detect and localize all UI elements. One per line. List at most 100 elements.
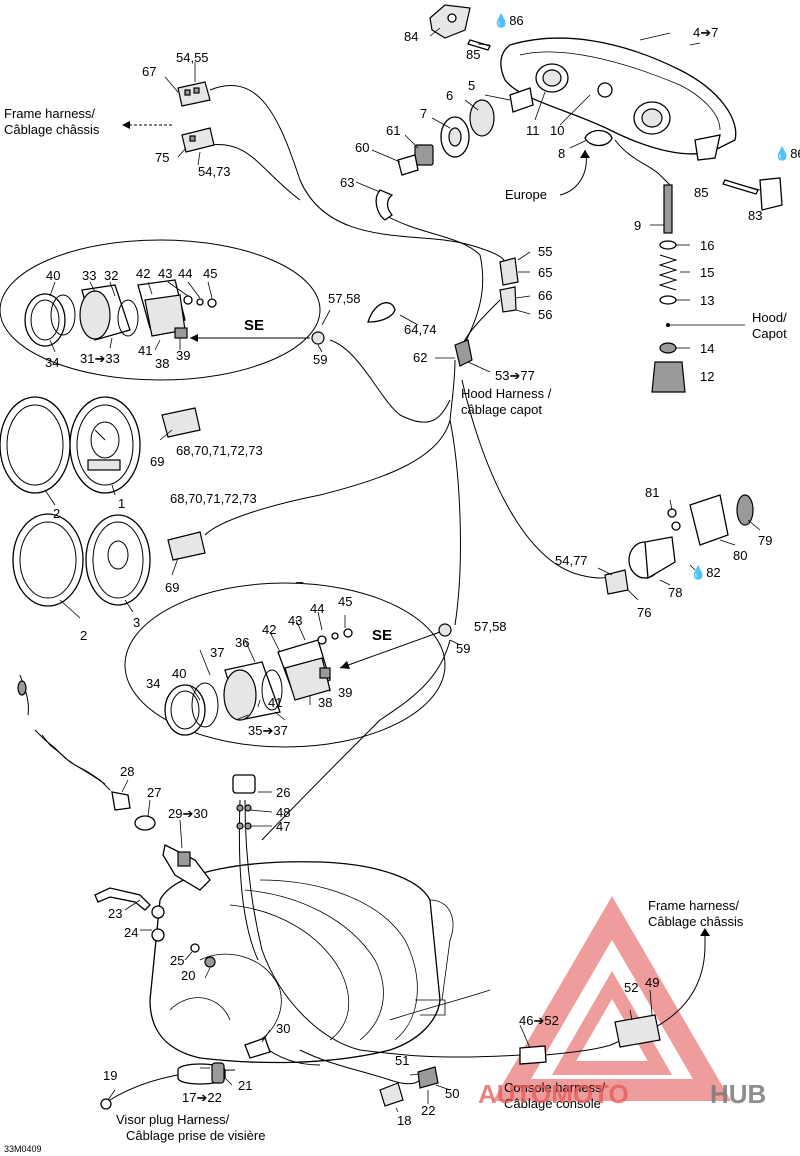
se-label-bottom: SE [372, 627, 392, 644]
callout-59-top: 59 [313, 352, 327, 367]
se-label-top: SE [244, 317, 264, 334]
callout-40-bottom: 40 [172, 666, 186, 681]
callout-79: 79 [758, 533, 772, 548]
connector-18-22 [379, 1066, 439, 1107]
callout-75: 75 [155, 150, 169, 165]
callout-34-bottom: 34 [146, 676, 160, 691]
callout-32: 32 [104, 268, 118, 283]
callout-57-58-top: 57,58 [328, 291, 361, 306]
callout-26: 26 [276, 785, 290, 800]
connector-30 [244, 1037, 271, 1059]
grommet-62 [454, 339, 473, 367]
callout-22: 22 [421, 1103, 435, 1118]
callout-60: 60 [355, 140, 369, 155]
console-harness-label-en: Console harness/ [504, 1080, 606, 1095]
callout-2-top: 2 [53, 506, 60, 521]
callout-38-top: 38 [155, 356, 169, 371]
callout-59-bottom: 59 [456, 641, 470, 656]
callout-61: 61 [386, 123, 400, 138]
connector-69-top [161, 407, 201, 438]
callout-69-top: 69 [150, 454, 164, 469]
visor-plug-label-fr: Câblage prise de visière [126, 1128, 265, 1143]
hood-label-fr: Capot [752, 326, 787, 341]
callout-20: 20 [181, 968, 195, 983]
callout-35-37: 35➔37 [248, 723, 288, 738]
callout-2-bottom: 2 [80, 628, 87, 643]
direction-arrows [122, 121, 710, 945]
callout-51: 51 [395, 1053, 409, 1068]
watermark-text-automoto: AUTOMOTO [478, 1079, 629, 1109]
callout-24: 24 [124, 925, 138, 940]
callout-42-bottom: 42 [262, 622, 276, 637]
wiring-harness [109, 85, 706, 1101]
callout-15: 15 [700, 265, 714, 280]
callout-labels: 84 💧86 85 4➔7 67 54,55 75 54,73 5 6 7 61… [45, 13, 800, 1128]
connector-67 [177, 81, 211, 107]
bezel-2-bottom [12, 513, 84, 607]
connector-55-65 [499, 257, 519, 313]
frame-harness-label-top-fr: Câblage châssis [4, 122, 100, 137]
callout-68-73-top: 68,70,71,72,73 [176, 443, 263, 458]
clip-59-bottom [438, 623, 452, 637]
gauge-1-speedometer [69, 396, 141, 494]
callout-31-33: 31➔33 [80, 351, 120, 366]
callout-1: 1 [118, 496, 125, 511]
callout-39-top: 39 [176, 348, 190, 363]
harness-labels: Frame harness/ Câblage châssis Europe Ho… [4, 106, 787, 1154]
hood-label-en: Hood/ [752, 310, 787, 325]
callout-34-top: 34 [45, 355, 59, 370]
callout-40-top: 40 [46, 268, 60, 283]
callout-6: 6 [446, 88, 453, 103]
headlight-housing [500, 37, 737, 161]
screw-85-top [467, 39, 491, 51]
callout-53-77: 53➔77 [495, 368, 535, 383]
spring-15 [651, 240, 686, 393]
callout-41-bottom: 41 [268, 695, 282, 710]
frame-harness-label-bottom-en: Frame harness/ [648, 898, 739, 913]
se-gauge-group-bottom [124, 582, 446, 748]
connector-69-bottom [167, 531, 206, 561]
callout-8: 8 [558, 146, 565, 161]
callout-81: 81 [645, 485, 659, 500]
callout-54-55: 54,55 [176, 50, 209, 65]
callout-10: 10 [550, 123, 564, 138]
switch-29-30 [134, 815, 211, 891]
callout-84: 84 [404, 29, 418, 44]
gauge-3-tachometer [85, 514, 151, 606]
callout-54-77: 54,77 [555, 553, 588, 568]
callout-45-top: 45 [203, 266, 217, 281]
callout-4-7: 4➔7 [693, 25, 718, 40]
callout-62: 62 [413, 350, 427, 365]
drawing-code: 33M0409 [4, 1144, 42, 1154]
callout-48: 48 [276, 805, 290, 820]
callout-14: 14 [700, 341, 714, 356]
clip-59-top [311, 331, 325, 345]
connector-46-52 [519, 1014, 661, 1065]
bracket-83 [722, 177, 783, 211]
callout-41-top: 41 [138, 343, 152, 358]
callout-85-top: 85 [466, 47, 480, 62]
callout-57-58-bottom: 57,58 [474, 619, 507, 634]
callout-47: 47 [276, 819, 290, 834]
key-24 [151, 905, 165, 942]
callout-30: 30 [276, 1021, 290, 1036]
console-panel [149, 861, 454, 1064]
callout-80: 80 [733, 548, 747, 563]
callout-82: 💧82 [690, 565, 721, 580]
cable-23 [94, 887, 151, 911]
callout-63: 63 [340, 175, 354, 190]
callout-36: 36 [235, 635, 249, 650]
callout-49: 49 [645, 975, 659, 990]
callout-69-bottom: 69 [165, 580, 179, 595]
callout-39-bottom: 39 [338, 685, 352, 700]
callout-38-bottom: 38 [318, 695, 332, 710]
callout-7: 7 [420, 106, 427, 121]
hood-harness-label-en: Hood Harness / [461, 386, 552, 401]
callout-12: 12 [700, 369, 714, 384]
frame-harness-label-bottom-fr: Câblage châssis [648, 914, 744, 929]
watermark-logo [492, 896, 732, 1101]
callout-33-top: 33 [82, 268, 96, 283]
callout-44-top: 44 [178, 266, 192, 281]
screw-25-20 [190, 943, 216, 968]
callout-83: 83 [748, 208, 762, 223]
